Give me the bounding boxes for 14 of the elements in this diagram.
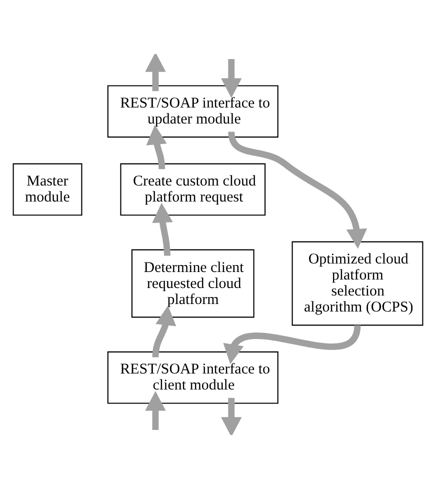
arrow bbox=[220, 59, 242, 98]
arrow bbox=[144, 390, 166, 430]
node-box: REST/SOAP interface to client module bbox=[106, 351, 278, 404]
node-box: REST/SOAP interface to updater module bbox=[106, 85, 278, 138]
arrow bbox=[228, 131, 367, 249]
node-box: Determine client requested cloud platform bbox=[130, 249, 254, 318]
arrow bbox=[152, 202, 172, 256]
arrow bbox=[220, 398, 242, 435]
arrow bbox=[146, 124, 166, 170]
arrow bbox=[144, 54, 166, 92]
arrow bbox=[152, 306, 176, 358]
node-box: Optimized cloud platform selection algorithm (OCPS) bbox=[291, 241, 423, 326]
node-box: Master module bbox=[12, 163, 82, 216]
node-box: Create custom cloud platform request bbox=[120, 163, 266, 216]
